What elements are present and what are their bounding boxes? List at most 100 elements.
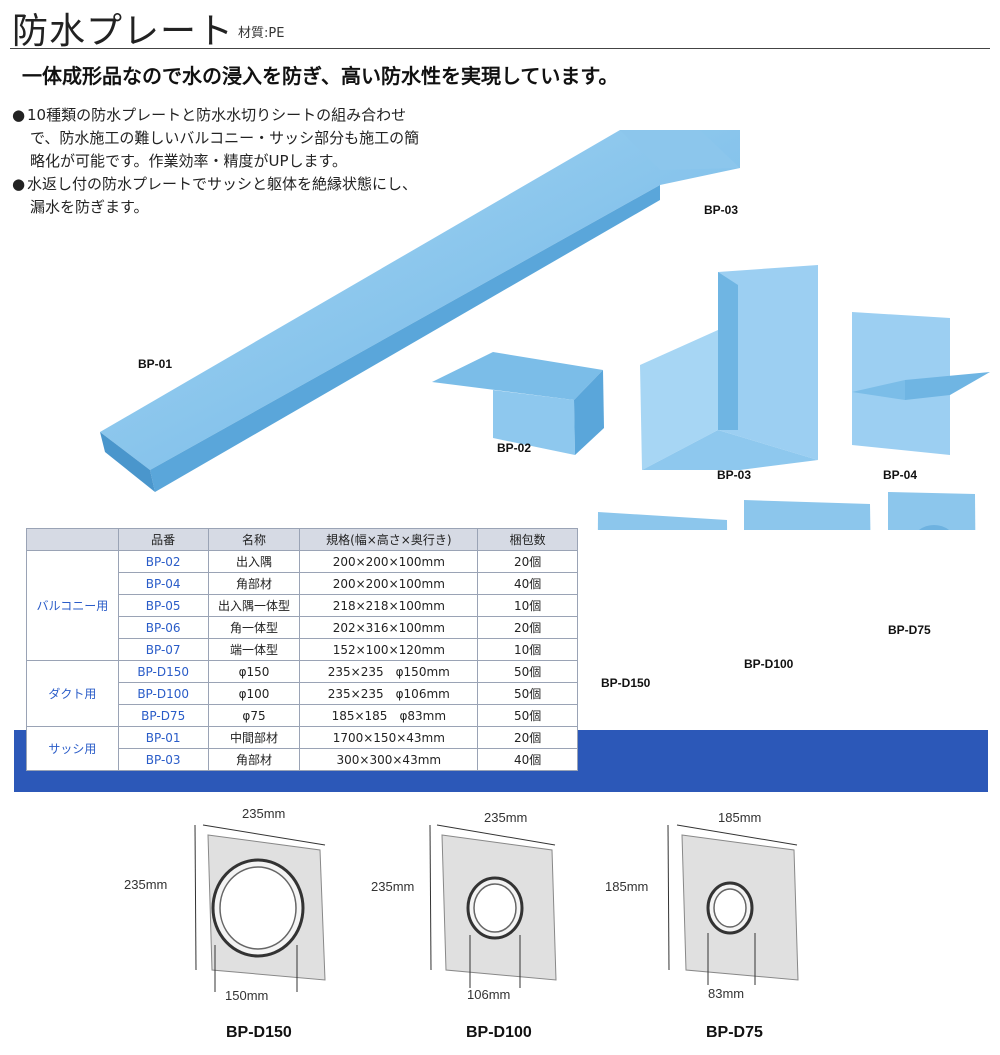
table-cell-code: BP-05 <box>117 594 209 617</box>
table-cell-name: 出入隅 <box>207 550 301 573</box>
table-row: BP-04 角部材 200×200×100mm 40個 <box>27 572 578 595</box>
table-cell-code: BP-D100 <box>117 682 209 705</box>
table-cell-name: 出入隅一体型 <box>207 594 301 617</box>
table-cell-name: 角部材 <box>207 748 301 771</box>
bp02-label: BP-02 <box>497 441 532 455</box>
d75-hole-label: 83mm <box>708 986 745 1001</box>
d150-height-label: 235mm <box>124 877 168 892</box>
bp-d150-label: BP-D150 <box>601 676 651 690</box>
table-cell-name: φ100 <box>207 682 301 705</box>
table-row: BP-D100 φ100 235×235 φ106mm 50個 <box>27 682 578 705</box>
bp03-top-label: BP-03 <box>704 203 739 217</box>
bullet-1: ●10種類の防水プレートと防水水切りシートの組み合わせ で、防水施工の難しいバル… <box>12 104 419 219</box>
table-cell-spec: 235×235 φ106mm <box>299 682 479 705</box>
diagram-d75 <box>667 824 799 985</box>
d100-height-label: 235mm <box>371 879 415 894</box>
d100-width-label: 235mm <box>484 810 528 825</box>
table-cell-spec: 1700×150×43mm <box>299 726 479 749</box>
table-cell-qty: 50個 <box>477 682 578 705</box>
bullet-2-line2: 漏水を防ぎます。 <box>30 198 149 216</box>
table-row: BP-07 端一体型 152×100×120mm 10個 <box>27 638 578 661</box>
table-header-group <box>26 528 119 551</box>
table-cell-code: BP-02 <box>117 550 209 573</box>
material-label: 材質:PE <box>238 26 285 41</box>
product-illustrations <box>100 130 990 530</box>
table-cell-spec: 235×235 φ150mm <box>299 660 479 683</box>
table-row: サッシ用 BP-01 中間部材 1700×150×43mm 20個 <box>26 726 578 771</box>
bp-d150-plate-image <box>597 512 728 530</box>
bullet-1-line3: 略化が可能です。作業効率・精度がUPします。 <box>30 152 348 170</box>
bp04-plate-image <box>852 312 990 455</box>
bp-d100-label: BP-D100 <box>744 657 794 671</box>
spec-table: 品番 名称 規格(幅×高さ×奥行き) 梱包数 バルコニー用 BP-02 出入隅 … <box>26 528 578 771</box>
page-title: 防水プレート <box>12 11 235 52</box>
table-cell-qty: 50個 <box>477 704 578 727</box>
table-row: ダクト用 BP-D150 φ150 235×235 φ150mm 50個 <box>26 660 578 727</box>
d150-hole-label: 150mm <box>225 988 269 1003</box>
table-cell-name: 端一体型 <box>207 638 301 661</box>
table-cell-spec: 200×200×100mm <box>299 550 479 573</box>
table-header-row: 品番 名称 規格(幅×高さ×奥行き) 梱包数 <box>26 528 578 551</box>
diagram-d150 <box>194 824 326 992</box>
table-cell-code: BP-D150 <box>117 660 209 683</box>
d75-height-label: 185mm <box>605 879 649 894</box>
table-cell-spec: 202×316×100mm <box>299 616 479 639</box>
table-cell-name: φ150 <box>207 660 301 683</box>
table-cell-spec: 185×185 φ83mm <box>299 704 479 727</box>
table-cell-code: BP-06 <box>117 616 209 639</box>
table-header: 名称 <box>207 528 301 551</box>
table-cell-spec: 218×218×100mm <box>299 594 479 617</box>
group-cell-duct: ダクト用 <box>26 660 119 727</box>
d150-title: BP-D150 <box>226 1024 292 1041</box>
bp04-label: BP-04 <box>883 468 918 482</box>
title-rule <box>10 48 990 49</box>
bp-d100-plate-image <box>744 500 871 530</box>
table-cell-qty: 20個 <box>477 726 578 749</box>
table-cell-code: BP-01 <box>117 726 209 749</box>
bullet-1-line2: で、防水施工の難しいバルコニー・サッシ部分も施工の簡 <box>30 129 420 147</box>
d75-width-label: 185mm <box>718 810 762 825</box>
table-cell-qty: 50個 <box>477 660 578 683</box>
table-cell-name: φ75 <box>207 704 301 727</box>
table-cell-name: 中間部材 <box>207 726 301 749</box>
bullet-dot-icon: ● <box>12 175 26 193</box>
table-cell-name: 角一体型 <box>207 616 301 639</box>
bp03-label: BP-03 <box>717 468 752 482</box>
table-cell-qty: 40個 <box>477 748 578 771</box>
table-cell-qty: 20個 <box>477 616 578 639</box>
table-cell-name: 角部材 <box>207 572 301 595</box>
table-cell-code: BP-04 <box>117 572 209 595</box>
table-cell-code: BP-07 <box>117 638 209 661</box>
table-row: バルコニー用 BP-02 出入隅 200×200×100mm 20個 <box>26 550 578 661</box>
table-header: 規格(幅×高さ×奥行き) <box>299 528 479 551</box>
table-cell-spec: 152×100×120mm <box>299 638 479 661</box>
table-cell-code: BP-D75 <box>117 704 209 727</box>
bp-d75-plate-image <box>888 492 976 530</box>
bp03-plate-image <box>640 265 818 470</box>
table-cell-qty: 10個 <box>477 594 578 617</box>
d100-title: BP-D100 <box>466 1024 532 1041</box>
table-header: 梱包数 <box>477 528 578 551</box>
bullet-dot-icon: ● <box>12 106 26 124</box>
table-cell-qty: 20個 <box>477 550 578 573</box>
d100-hole-label: 106mm <box>467 987 511 1002</box>
table-row: BP-05 出入隅一体型 218×218×100mm 10個 <box>27 594 578 617</box>
table-header: 品番 <box>117 528 209 551</box>
table-cell-qty: 40個 <box>477 572 578 595</box>
headline: 一体成形品なので水の浸入を防ぎ、高い防水性を実現しています。 <box>22 64 619 88</box>
bullet-1-line1: 10種類の防水プレートと防水水切りシートの組み合わせ <box>27 106 407 124</box>
bp-d75-label: BP-D75 <box>888 623 931 637</box>
table-row: BP-03 角部材 300×300×43mm 40個 <box>27 748 578 771</box>
d75-title: BP-D75 <box>706 1024 763 1041</box>
table-cell-spec: 200×200×100mm <box>299 572 479 595</box>
table-row: BP-06 角一体型 202×316×100mm 20個 <box>27 616 578 639</box>
table-cell-spec: 300×300×43mm <box>299 748 479 771</box>
table-cell-code: BP-03 <box>117 748 209 771</box>
bullet-2-line1: 水返し付の防水プレートでサッシと躯体を絶縁状態にし、 <box>27 175 418 193</box>
group-cell-balcony: バルコニー用 <box>26 550 119 661</box>
table-cell-qty: 10個 <box>477 638 578 661</box>
bp01-label: BP-01 <box>138 357 173 371</box>
bp02-plate-image <box>432 352 604 455</box>
diagram-d100 <box>429 824 557 988</box>
dimension-diagrams <box>194 824 799 992</box>
